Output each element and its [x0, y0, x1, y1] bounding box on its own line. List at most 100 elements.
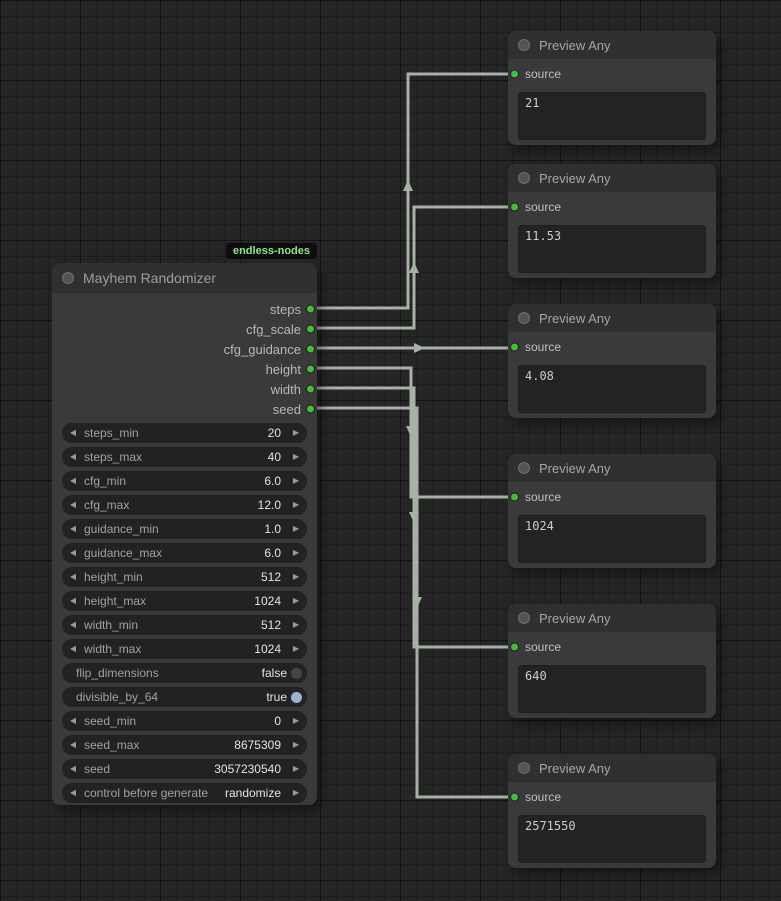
node-header[interactable]: Mayhem Randomizer [52, 263, 317, 293]
increment-arrow-icon[interactable]: ▶ [292, 764, 300, 773]
input-dot-icon[interactable] [510, 202, 519, 212]
preview-any-node-2[interactable]: Preview Any source 11.53 [508, 164, 716, 278]
increment-arrow-icon[interactable]: ▶ [292, 572, 300, 581]
preview-any-node-5[interactable]: Preview Any source 640 [508, 604, 716, 718]
widget-flip-dimensions[interactable]: flip_dimensions false [62, 663, 307, 683]
output-slot-height[interactable]: height [52, 359, 317, 379]
preview-value-box[interactable]: 4.08 [518, 365, 706, 413]
widget-cfg-min[interactable]: ◀ cfg_min 6.0 ▶ [62, 471, 307, 491]
preview-value-box[interactable]: 11.53 [518, 225, 706, 273]
decrement-arrow-icon[interactable]: ◀ [69, 500, 77, 509]
widget-cfg-max[interactable]: ◀ cfg_max 12.0 ▶ [62, 495, 307, 515]
mayhem-randomizer-node[interactable]: Mayhem Randomizer steps cfg_scale cfg_gu… [52, 263, 317, 805]
input-dot-icon[interactable] [510, 642, 519, 652]
node-header[interactable]: Preview Any [508, 454, 716, 482]
output-dot-icon[interactable] [306, 304, 315, 314]
output-slot-width[interactable]: width [52, 379, 317, 399]
input-slot-source[interactable]: source [508, 787, 716, 807]
output-dot-icon[interactable] [306, 324, 315, 334]
output-slot-cfg-guidance[interactable]: cfg_guidance [52, 339, 317, 359]
node-title: Preview Any [539, 170, 611, 186]
widget-guidance-max[interactable]: ◀ guidance_max 6.0 ▶ [62, 543, 307, 563]
output-dot-icon[interactable] [306, 344, 315, 354]
widget-height-max[interactable]: ◀ height_max 1024 ▶ [62, 591, 307, 611]
collapse-dot-icon[interactable] [518, 612, 530, 624]
increment-arrow-icon[interactable]: ▶ [292, 644, 300, 653]
widget-steps-max[interactable]: ◀ steps_max 40 ▶ [62, 447, 307, 467]
widget-height-min[interactable]: ◀ height_min 512 ▶ [62, 567, 307, 587]
node-header[interactable]: Preview Any [508, 604, 716, 632]
collapse-dot-icon[interactable] [62, 272, 74, 284]
input-slot-source[interactable]: source [508, 337, 716, 357]
next-option-arrow-icon[interactable]: ▶ [292, 788, 300, 797]
output-slot-cfg-scale[interactable]: cfg_scale [52, 319, 317, 339]
node-header[interactable]: Preview Any [508, 164, 716, 192]
node-header[interactable]: Preview Any [508, 304, 716, 332]
node-header[interactable]: Preview Any [508, 754, 716, 782]
decrement-arrow-icon[interactable]: ◀ [69, 644, 77, 653]
widget-control-before-generate[interactable]: ◀ control before generate randomize ▶ [62, 783, 307, 803]
input-slot-source[interactable]: source [508, 197, 716, 217]
increment-arrow-icon[interactable]: ▶ [292, 524, 300, 533]
increment-arrow-icon[interactable]: ▶ [292, 452, 300, 461]
preview-any-node-4[interactable]: Preview Any source 1024 [508, 454, 716, 568]
increment-arrow-icon[interactable]: ▶ [292, 716, 300, 725]
decrement-arrow-icon[interactable]: ◀ [69, 548, 77, 557]
increment-arrow-icon[interactable]: ▶ [292, 428, 300, 437]
collapse-dot-icon[interactable] [518, 762, 530, 774]
decrement-arrow-icon[interactable]: ◀ [69, 428, 77, 437]
widget-seed-max[interactable]: ◀ seed_max 8675309 ▶ [62, 735, 307, 755]
decrement-arrow-icon[interactable]: ◀ [69, 452, 77, 461]
widget-divisible-by-64[interactable]: divisible_by_64 true [62, 687, 307, 707]
input-slot-source[interactable]: source [508, 64, 716, 84]
input-dot-icon[interactable] [510, 492, 519, 502]
toggle-knob-icon[interactable] [290, 690, 303, 704]
input-dot-icon[interactable] [510, 792, 519, 802]
widget-width-max[interactable]: ◀ width_max 1024 ▶ [62, 639, 307, 659]
widget-steps-min[interactable]: ◀ steps_min 20 ▶ [62, 423, 307, 443]
collapse-dot-icon[interactable] [518, 39, 530, 51]
collapse-dot-icon[interactable] [518, 462, 530, 474]
output-dot-icon[interactable] [306, 384, 315, 394]
node-header[interactable]: Preview Any [508, 31, 716, 59]
decrement-arrow-icon[interactable]: ◀ [69, 740, 77, 749]
prev-option-arrow-icon[interactable]: ◀ [69, 788, 77, 797]
output-dot-icon[interactable] [306, 404, 315, 414]
increment-arrow-icon[interactable]: ▶ [292, 740, 300, 749]
decrement-arrow-icon[interactable]: ◀ [69, 620, 77, 629]
output-label: seed [272, 401, 301, 417]
widget-guidance-min[interactable]: ◀ guidance_min 1.0 ▶ [62, 519, 307, 539]
increment-arrow-icon[interactable]: ▶ [292, 620, 300, 629]
widget-seed[interactable]: ◀ seed 3057230540 ▶ [62, 759, 307, 779]
decrement-arrow-icon[interactable]: ◀ [69, 476, 77, 485]
input-slot-source[interactable]: source [508, 487, 716, 507]
collapse-dot-icon[interactable] [518, 312, 530, 324]
preview-value-box[interactable]: 640 [518, 665, 706, 713]
output-slot-steps[interactable]: steps [52, 299, 317, 319]
toggle-knob-icon[interactable] [290, 666, 303, 680]
output-dot-icon[interactable] [306, 364, 315, 374]
decrement-arrow-icon[interactable]: ◀ [69, 524, 77, 533]
input-dot-icon[interactable] [510, 69, 519, 79]
input-slot-source[interactable]: source [508, 637, 716, 657]
decrement-arrow-icon[interactable]: ◀ [69, 716, 77, 725]
preview-value-box[interactable]: 2571550 [518, 815, 706, 863]
preview-any-node-1[interactable]: Preview Any source 21 [508, 31, 716, 145]
increment-arrow-icon[interactable]: ▶ [292, 476, 300, 485]
increment-arrow-icon[interactable]: ▶ [292, 500, 300, 509]
preview-value-box[interactable]: 1024 [518, 515, 706, 563]
increment-arrow-icon[interactable]: ▶ [292, 596, 300, 605]
increment-arrow-icon[interactable]: ▶ [292, 548, 300, 557]
collapse-dot-icon[interactable] [518, 172, 530, 184]
decrement-arrow-icon[interactable]: ◀ [69, 596, 77, 605]
widget-seed-min[interactable]: ◀ seed_min 0 ▶ [62, 711, 307, 731]
decrement-arrow-icon[interactable]: ◀ [69, 764, 77, 773]
input-dot-icon[interactable] [510, 342, 519, 352]
preview-any-node-6[interactable]: Preview Any source 2571550 [508, 754, 716, 868]
preview-value-box[interactable]: 21 [518, 92, 706, 140]
output-slot-seed[interactable]: seed [52, 399, 317, 419]
preview-any-node-3[interactable]: Preview Any source 4.08 [508, 304, 716, 418]
decrement-arrow-icon[interactable]: ◀ [69, 572, 77, 581]
widget-width-min[interactable]: ◀ width_min 512 ▶ [62, 615, 307, 635]
